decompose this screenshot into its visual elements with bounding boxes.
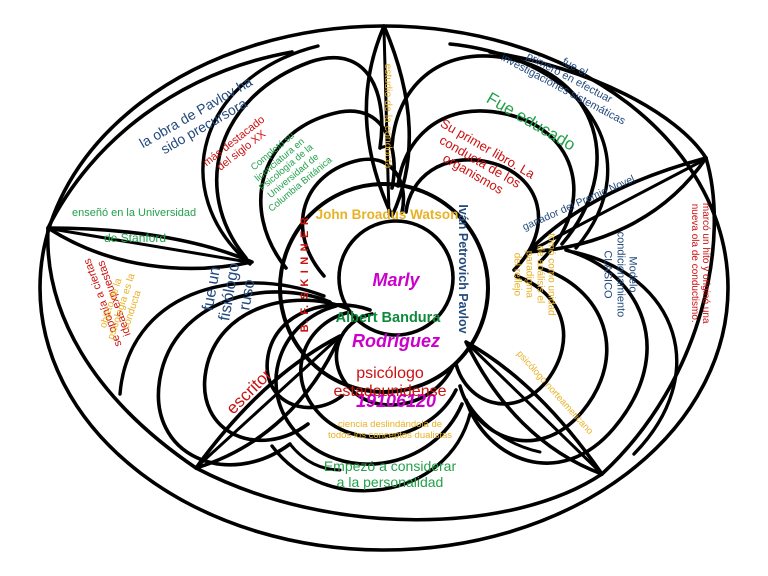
outer-lobe-ring-s: [270, 412, 472, 493]
petal-spike-top: [364, 24, 412, 218]
petal-lobe-left: [156, 290, 332, 467]
petal-spike-lower-right: [464, 340, 604, 476]
outer-link-arc-sw: [45, 226, 198, 470]
petal-spike-upper-right-vein: [530, 159, 704, 252]
petal-inner-right: [454, 274, 566, 406]
petal-mid-right: [458, 266, 609, 443]
outer-lobe-ring-w: [118, 281, 326, 396]
petal-mid-top-right: [396, 109, 576, 264]
petal-lobe-right: [464, 248, 649, 465]
center-inner-circle: [337, 219, 455, 337]
outer-link-arc-ne: [488, 50, 708, 160]
petal-inner-left: [265, 303, 372, 410]
petal-close-bottom-right: [464, 398, 542, 454]
petal-mid-top-left: [259, 109, 396, 270]
petal-spike-top-vein: [382, 28, 391, 216]
petal-inner-top-left: [300, 157, 406, 278]
outer-link-arc-se: [194, 466, 604, 522]
petal-mid-left: [202, 298, 348, 443]
outer-link-arc-e: [600, 156, 717, 476]
outer-lobe-ring-nw: [201, 44, 320, 266]
petal-spike-left: [46, 226, 254, 271]
petal-lobe-top-right: [390, 54, 599, 246]
outer-lobe-ring-e: [572, 250, 679, 456]
outer-link-arc-nw: [46, 50, 294, 230]
petal-close-top-mid: [378, 144, 394, 150]
petal-close-bottom-left: [288, 442, 342, 472]
petal-inner-top-right: [404, 158, 541, 272]
petal-spike-left-vein: [50, 227, 250, 264]
outer-lobe-ring-ne: [448, 42, 610, 250]
petal-lobe-top-left: [214, 55, 384, 260]
petal-spike-lower-right-vein: [467, 343, 601, 473]
center-outer-circle: [278, 182, 490, 394]
petal-mid-bottom: [299, 310, 458, 439]
petal-spike-lower-left-vein: [197, 337, 339, 467]
